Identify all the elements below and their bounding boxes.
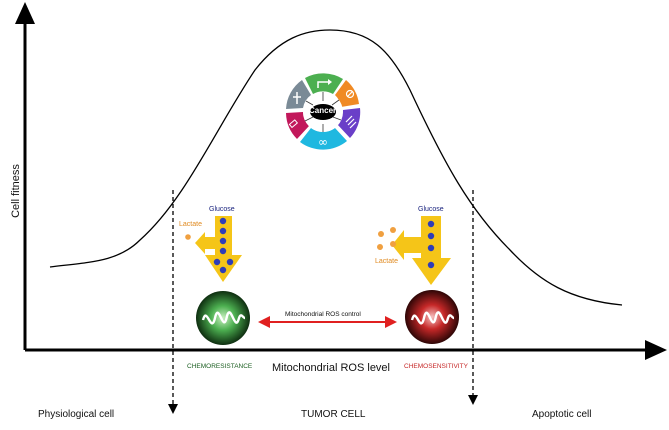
proliferation-arrow-icon: [317, 81, 328, 88]
ros-control-label: Mitochondrial ROS control: [285, 311, 361, 318]
fitness-curve: [49, 29, 623, 306]
x-axis-label: Mitochondrial ROS level: [272, 362, 390, 374]
region-label-apoptotic: Apoptotic cell: [532, 409, 592, 420]
wheel-segment-purple: [337, 108, 361, 138]
x-axis-arrowhead: [645, 340, 667, 360]
cancer-cell: [310, 104, 336, 120]
y-axis-arrowhead: [15, 2, 35, 24]
dna-icon: [288, 119, 299, 129]
right-glucose-label: Glucose: [418, 206, 444, 213]
y-axis-label: Cell fitness: [10, 164, 22, 218]
left-lactate-label: Lactate: [179, 221, 202, 228]
right-divider-arrowhead: [468, 395, 478, 405]
region-label-physiological: Physiological cell: [38, 409, 115, 420]
right-glycolysis-arrow: [377, 216, 451, 285]
chemosensitivity-label: CHEMOSENSITIVITY: [404, 363, 468, 370]
wheel-segment-gray: [286, 80, 311, 109]
red-mitochondrion: [405, 290, 459, 344]
wheel-segment-crimson: [286, 112, 309, 139]
left-glycolysis-arrow: [185, 216, 242, 282]
region-label-tumor: TUMOR CELL: [301, 409, 366, 420]
left-divider-arrowhead: [168, 404, 178, 414]
wheel-segment-green: [305, 73, 343, 94]
right-lactate-label: Lactate: [375, 258, 398, 265]
chemoresistance-label: CHEMORESISTANCE: [187, 363, 253, 370]
antigrowth-icon: [345, 89, 355, 99]
hallmarks-wheel: ∞: [284, 73, 362, 151]
left-glucose-label: Glucose: [209, 206, 235, 213]
infinity-icon: ∞: [318, 135, 328, 149]
green-mitochondrion: [196, 291, 250, 345]
inner-arrows: [304, 92, 342, 132]
bolt-icon: [293, 92, 301, 104]
wheel-segment-cyan: [300, 128, 347, 150]
ros-control-arrow: [258, 316, 397, 328]
cancer-label: Cancer: [309, 106, 337, 115]
invasion-icon: [345, 115, 357, 129]
